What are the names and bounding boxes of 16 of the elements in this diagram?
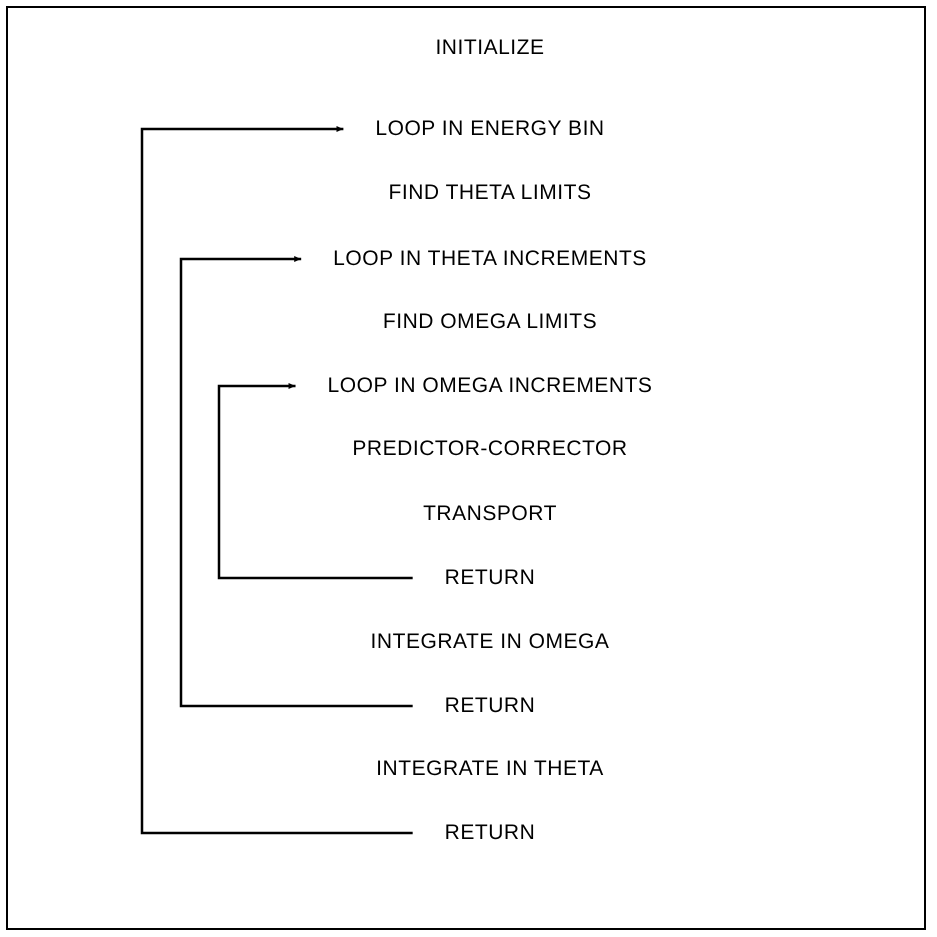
step-label: TRANSPORT [423,500,557,527]
step-label: INITIALIZE [435,34,545,61]
step-label: FIND THETA LIMITS [388,180,592,206]
step-label: RETURN [444,820,536,846]
step-label: INTEGRATE IN OMEGA [370,628,610,655]
step-label: LOOP IN ENERGY BIN [375,116,605,142]
loop-arrow [218,383,413,580]
step-label: PREDICTOR-CORRECTOR [352,436,628,462]
loop-arrow [180,256,413,708]
step-label: INTEGRATE IN THETA [376,756,604,782]
loop-arrow [140,126,413,834]
step-label: LOOP IN THETA INCREMENTS [333,246,647,272]
step-label: FIND OMEGA LIMITS [382,308,598,335]
step-label: LOOP IN OMEGA INCREMENTS [328,372,652,399]
step-label: RETURN [444,564,536,591]
step-label: RETURN [444,692,536,719]
